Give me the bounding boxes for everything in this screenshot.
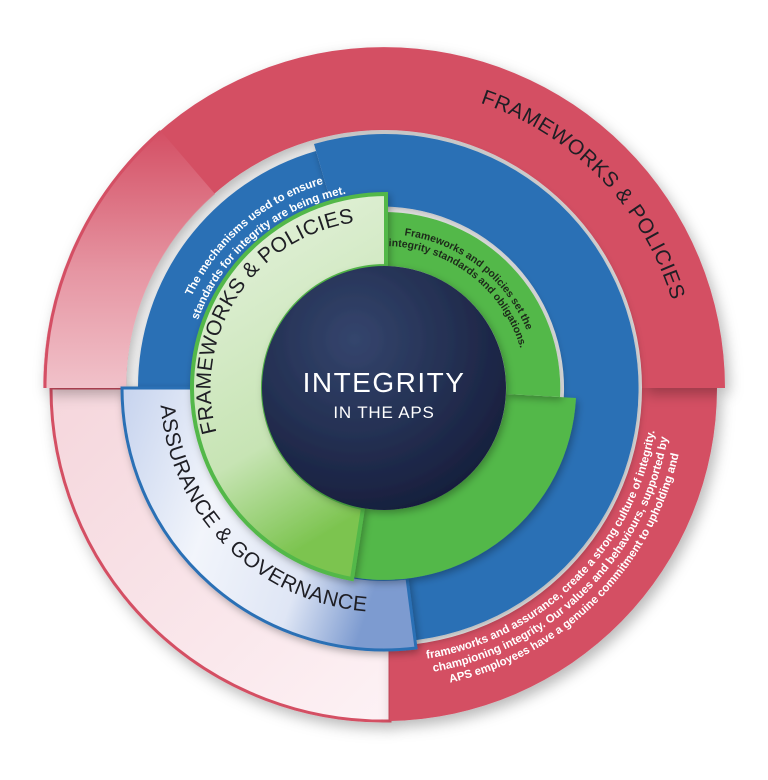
center-circle xyxy=(262,266,506,510)
center-title: INTEGRITY xyxy=(303,367,466,398)
outer-ring-top-segment xyxy=(43,47,725,389)
outer-ring-left-edge xyxy=(43,130,161,389)
outer-ring-lower-right-segment xyxy=(390,388,717,721)
center-subtitle: IN THE APS xyxy=(333,403,434,422)
blue-ring-right-segment xyxy=(314,134,639,643)
green-ring-upper-right-segment xyxy=(384,211,561,397)
green-ring-lower-segment xyxy=(351,394,576,580)
outer-ring-left-fade xyxy=(42,130,215,388)
